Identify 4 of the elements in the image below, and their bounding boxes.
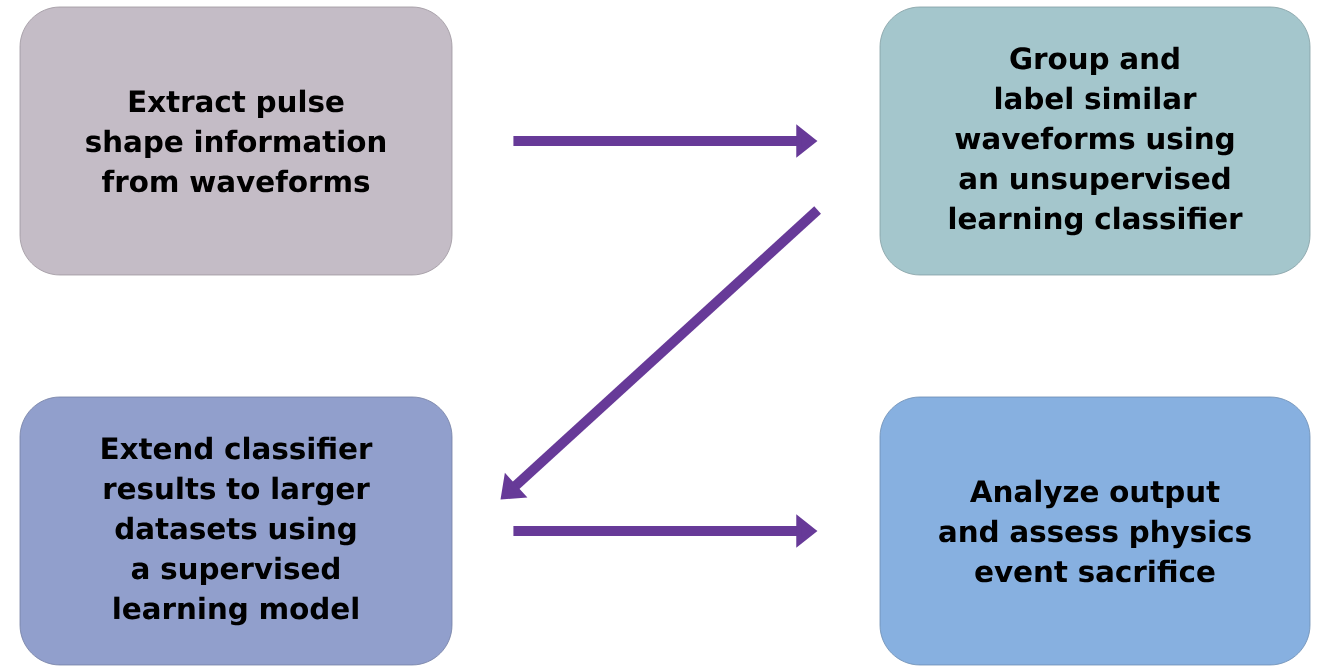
process-box: Extract pulse shape information from waveforms [19, 6, 453, 276]
process-box: Analyze output and assess physics event sacrifice [879, 396, 1311, 666]
process-box: Extend classifier results to larger datasets using a supervised learning model [19, 396, 453, 666]
process-box: Group and label similar waveforms using an unsupervised learning classifier [879, 6, 1311, 276]
